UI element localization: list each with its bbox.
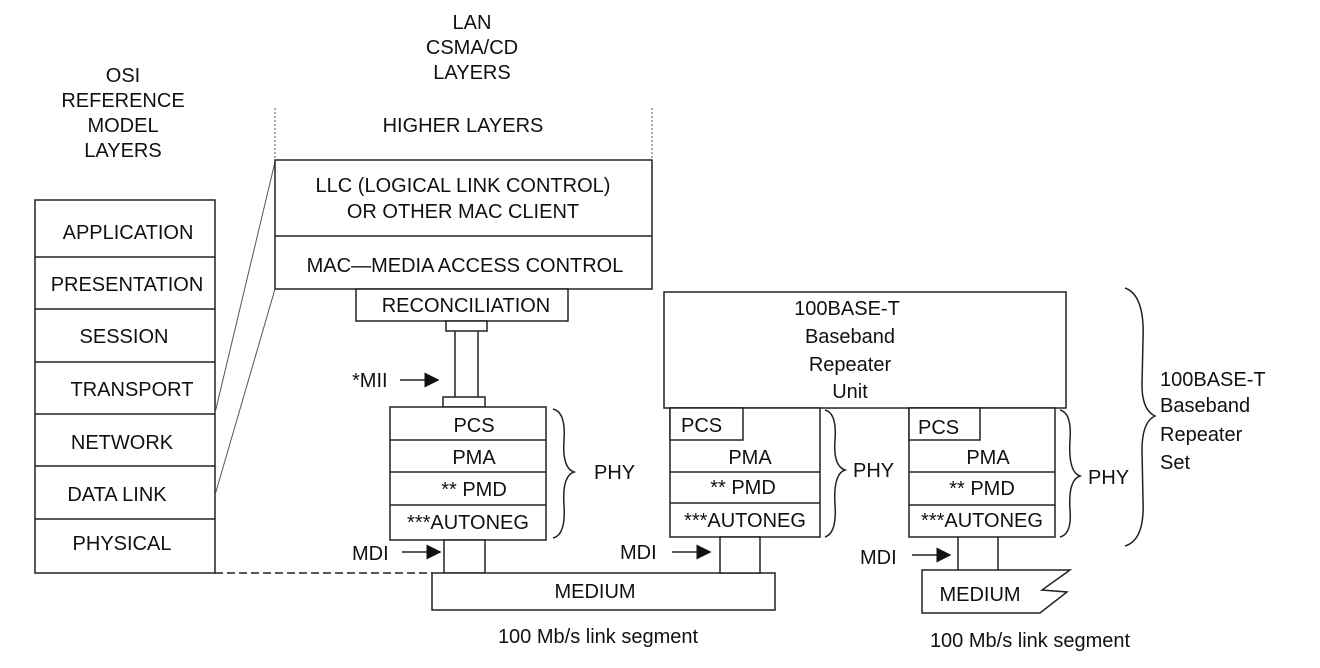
mdi-connector [443, 539, 486, 574]
pmd-label: ** PMD [710, 477, 776, 499]
brace-icon [1059, 409, 1083, 538]
higher-layers-label: HIGHER LAYERS [383, 115, 544, 137]
osi-layer-transport: TRANSPORT [71, 379, 194, 401]
pcs-label: PCS [453, 415, 494, 437]
repeater-set-line: 100BASE-T [1160, 369, 1266, 391]
repeater-phy-stack-right: PCS PMA ** PMD ***AUTONEG [908, 407, 1056, 538]
repeater-set-label: 100BASE-T Baseband Repeater Set [1160, 369, 1266, 474]
pmd-label: ** PMD [441, 479, 507, 501]
llc-mac-block: LLC (LOGICAL LINK CONTROL) OR OTHER MAC … [274, 159, 653, 290]
llc-label: OR OTHER MAC CLIENT [347, 201, 579, 223]
phy-label: PHY [853, 460, 894, 482]
reconciliation-label: RECONCILIATION [382, 295, 551, 317]
brace-icon [552, 408, 577, 539]
lan-heading-line: LAYERS [433, 62, 510, 84]
osi-heading-line: MODEL [87, 115, 158, 137]
osi-stack: APPLICATION PRESENTATION SESSION TRANSPO… [34, 199, 216, 574]
pcs-label: PCS [681, 415, 722, 437]
mdi-label: MDI [860, 547, 897, 569]
medium-label: MEDIUM [939, 584, 1020, 606]
lan-heading: LAN CSMA/CD LAYERS [426, 12, 518, 84]
repeater-unit-line: Unit [832, 381, 868, 403]
mac-label: MAC—MEDIA ACCESS CONTROL [307, 255, 624, 277]
pma-label: PMA [728, 447, 772, 469]
osi-layer-session: SESSION [80, 326, 169, 348]
osi-layer-presentation: PRESENTATION [51, 274, 204, 296]
osi-heading-line: OSI [106, 65, 140, 87]
autoneg-label: ***AUTONEG [684, 510, 806, 532]
phy-label: PHY [594, 462, 635, 484]
repeater-unit: 100BASE-T Baseband Repeater Unit [663, 291, 1067, 409]
projection-line [214, 288, 276, 496]
link-segment-label: 100 Mb/s link segment [930, 630, 1131, 652]
projection-line [214, 161, 276, 414]
pma-label: PMA [452, 447, 496, 469]
medium-label: MEDIUM [554, 581, 635, 603]
pma-label: PMA [966, 447, 1010, 469]
repeater-unit-line: 100BASE-T [794, 298, 900, 320]
mdi-label: MDI [620, 542, 657, 564]
link-segment-label: 100 Mb/s link segment [498, 626, 699, 648]
lan-heading-line: LAN [453, 12, 492, 34]
osi-heading: OSI REFERENCE MODEL LAYERS [61, 65, 184, 162]
mii-label: *MII [352, 370, 388, 392]
brace-icon [824, 409, 848, 538]
osi-heading-line: LAYERS [84, 140, 161, 162]
llc-label: LLC (LOGICAL LINK CONTROL) [316, 175, 611, 197]
dte-phy-stack: PCS PMA ** PMD ***AUTONEG [389, 406, 547, 541]
osi-layer-data-link: DATA LINK [67, 484, 167, 506]
repeater-set-line: Baseband [1160, 395, 1250, 417]
repeater-phy-stack-left: PCS PMA ** PMD ***AUTONEG [669, 407, 821, 538]
pcs-label: PCS [918, 417, 959, 439]
medium-box [431, 572, 776, 611]
repeater-unit-line: Repeater [809, 354, 892, 376]
mdi-label: MDI [352, 543, 389, 565]
repeater-set-line: Set [1160, 452, 1190, 474]
phy-label: PHY [1088, 467, 1129, 489]
osi-layer-physical: PHYSICAL [73, 533, 172, 555]
medium-box [921, 569, 1073, 614]
mdi-connector [719, 536, 761, 574]
lan-heading-line: CSMA/CD [426, 37, 518, 59]
mii-connector [442, 320, 488, 408]
reconciliation-box [355, 288, 569, 322]
pmd-label: ** PMD [949, 478, 1015, 500]
osi-heading-line: REFERENCE [61, 90, 184, 112]
brace-icon [1124, 287, 1157, 547]
autoneg-label: ***AUTONEG [921, 510, 1043, 532]
osi-layer-application: APPLICATION [63, 222, 194, 244]
repeater-unit-line: Baseband [805, 326, 895, 348]
osi-layer-network: NETWORK [71, 432, 174, 454]
autoneg-label: ***AUTONEG [407, 512, 529, 534]
repeater-set-line: Repeater [1160, 424, 1243, 446]
